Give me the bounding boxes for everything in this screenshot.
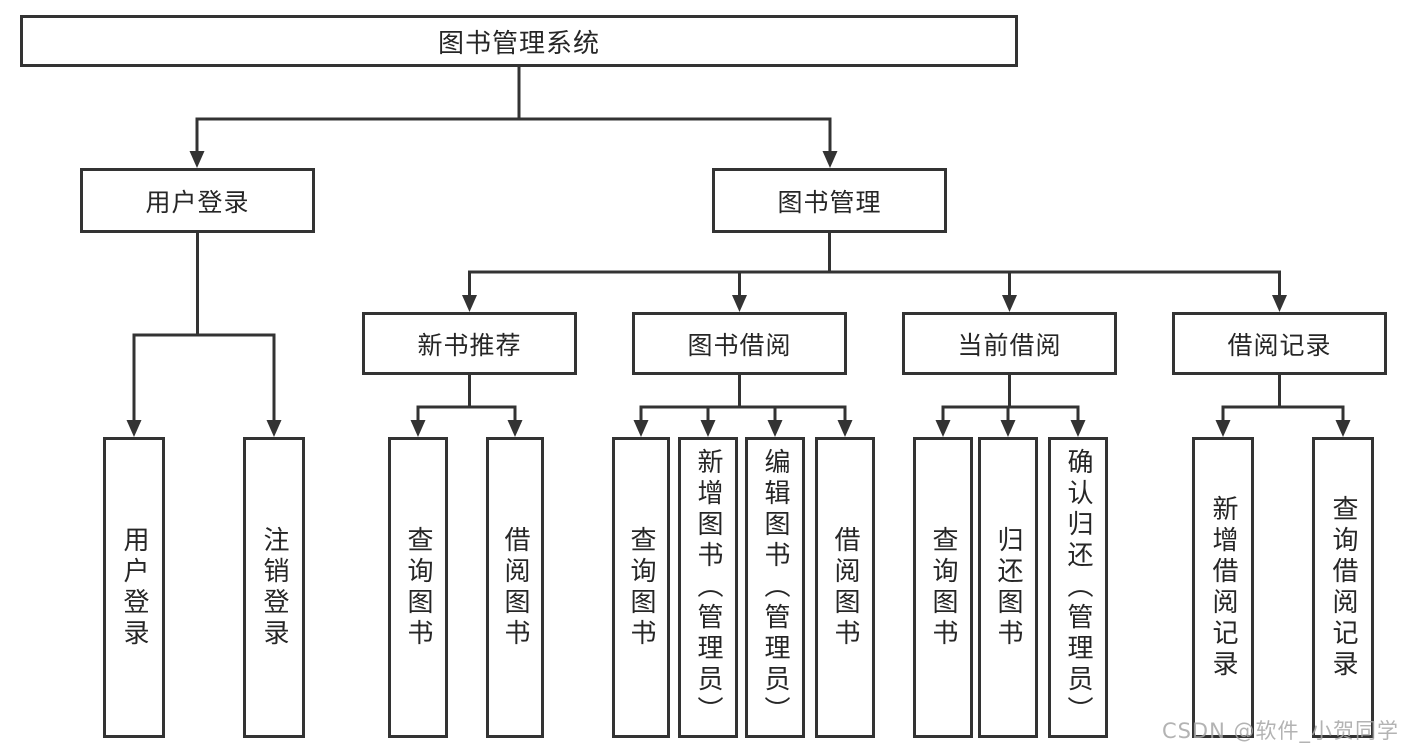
leaf-records-query-borrow-record-label: 查询借阅记录 xyxy=(1328,494,1358,681)
leaf-borrowing-edit-books-admin-label: 编辑图书（管理员） xyxy=(760,448,790,727)
leaf-records-add-borrow-record-label: 新增借阅记录 xyxy=(1208,494,1238,681)
node-new-book-recommend: 新书推荐 xyxy=(362,312,577,375)
leaf-records-query-borrow-record: 查询借阅记录 xyxy=(1312,437,1374,738)
leaf-current-query-books-label: 查询图书 xyxy=(928,525,958,650)
node-book-management: 图书管理 xyxy=(712,168,947,233)
leaf-borrowing-borrow-books-label: 借阅图书 xyxy=(830,525,860,650)
leaf-current-confirm-return-admin-label: 确认归还（管理员） xyxy=(1063,448,1093,727)
leaf-borrowing-query-books-label: 查询图书 xyxy=(626,525,656,650)
node-book-borrowing: 图书借阅 xyxy=(632,312,847,375)
leaf-recommend-query-books-label: 查询图书 xyxy=(403,525,433,650)
leaf-logout-login-label: 注销登录 xyxy=(259,525,289,650)
leaf-borrowing-edit-books-admin: 编辑图书（管理员） xyxy=(745,437,805,738)
leaf-current-return-books-label: 归还图书 xyxy=(993,525,1023,650)
leaf-current-return-books: 归还图书 xyxy=(978,437,1038,738)
leaf-recommend-borrow-books-label: 借阅图书 xyxy=(500,525,530,650)
leaf-logout-login: 注销登录 xyxy=(243,437,305,738)
leaf-borrowing-add-books-admin: 新增图书（管理员） xyxy=(678,437,738,738)
leaf-recommend-query-books: 查询图书 xyxy=(388,437,448,738)
csdn-watermark: CSDN @软件_小贺同学 xyxy=(1161,719,1399,743)
leaf-current-query-books: 查询图书 xyxy=(913,437,973,738)
node-user-login: 用户登录 xyxy=(80,168,315,233)
leaf-borrowing-add-books-admin-label: 新增图书（管理员） xyxy=(693,448,723,727)
leaf-borrowing-borrow-books: 借阅图书 xyxy=(815,437,875,738)
leaf-borrowing-query-books: 查询图书 xyxy=(612,437,670,738)
leaf-user-login: 用户登录 xyxy=(103,437,165,738)
node-borrowing-records: 借阅记录 xyxy=(1172,312,1387,375)
leaf-records-add-borrow-record: 新增借阅记录 xyxy=(1192,437,1254,738)
leaf-recommend-borrow-books: 借阅图书 xyxy=(486,437,544,738)
node-current-borrowing: 当前借阅 xyxy=(902,312,1117,375)
leaf-user-login-label: 用户登录 xyxy=(119,525,149,650)
leaf-current-confirm-return-admin: 确认归还（管理员） xyxy=(1048,437,1108,738)
node-root-library-management-system: 图书管理系统 xyxy=(20,15,1018,67)
